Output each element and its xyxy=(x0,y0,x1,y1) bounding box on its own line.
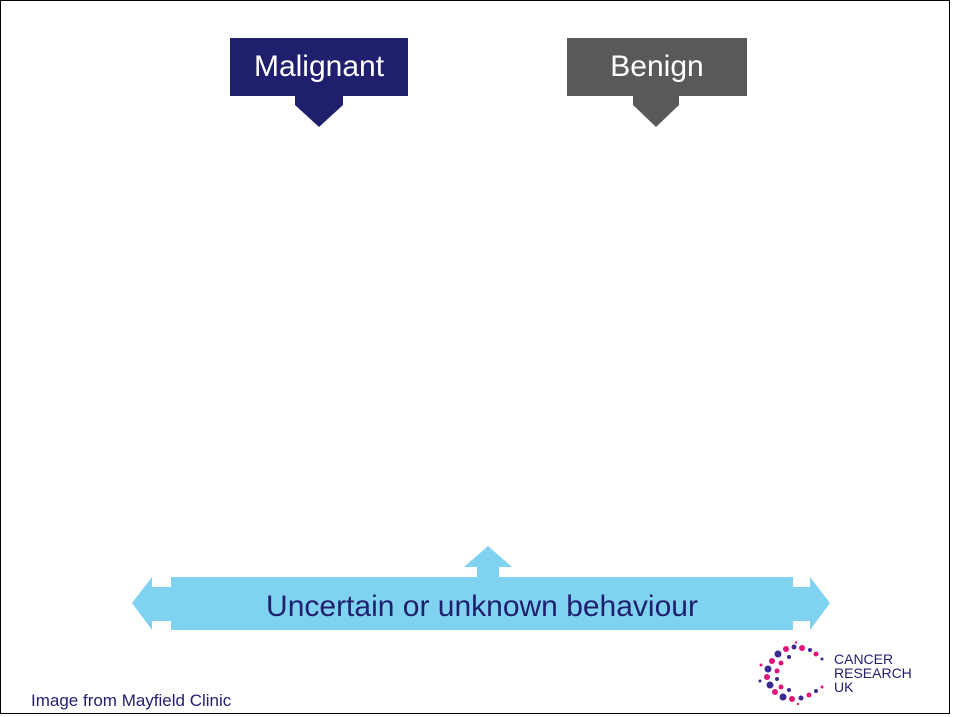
benign-callout: Benign xyxy=(567,38,747,96)
benign-label: Benign xyxy=(610,50,704,83)
cancer-research-uk-logo-icon xyxy=(758,641,824,706)
benign-arrow-icon xyxy=(633,95,679,127)
image-credit: Image from Mayfield Clinic xyxy=(31,691,232,710)
malignant-arrow-icon xyxy=(295,95,343,127)
logo-line-cancer: CANCER xyxy=(834,651,894,667)
uncertain-label: Uncertain or unknown behaviour xyxy=(266,590,698,623)
cancer-research-uk-logo: CANCER RESEARCH UK xyxy=(756,641,926,706)
malignant-label: Malignant xyxy=(253,50,385,83)
malignant-callout: Malignant xyxy=(230,38,408,96)
logo-text: CANCER RESEARCH UK xyxy=(834,652,912,694)
logo-line-research: RESEARCH xyxy=(834,665,912,681)
logo-line-uk: UK xyxy=(834,679,854,695)
uncertain-arrow-icon xyxy=(132,546,830,630)
